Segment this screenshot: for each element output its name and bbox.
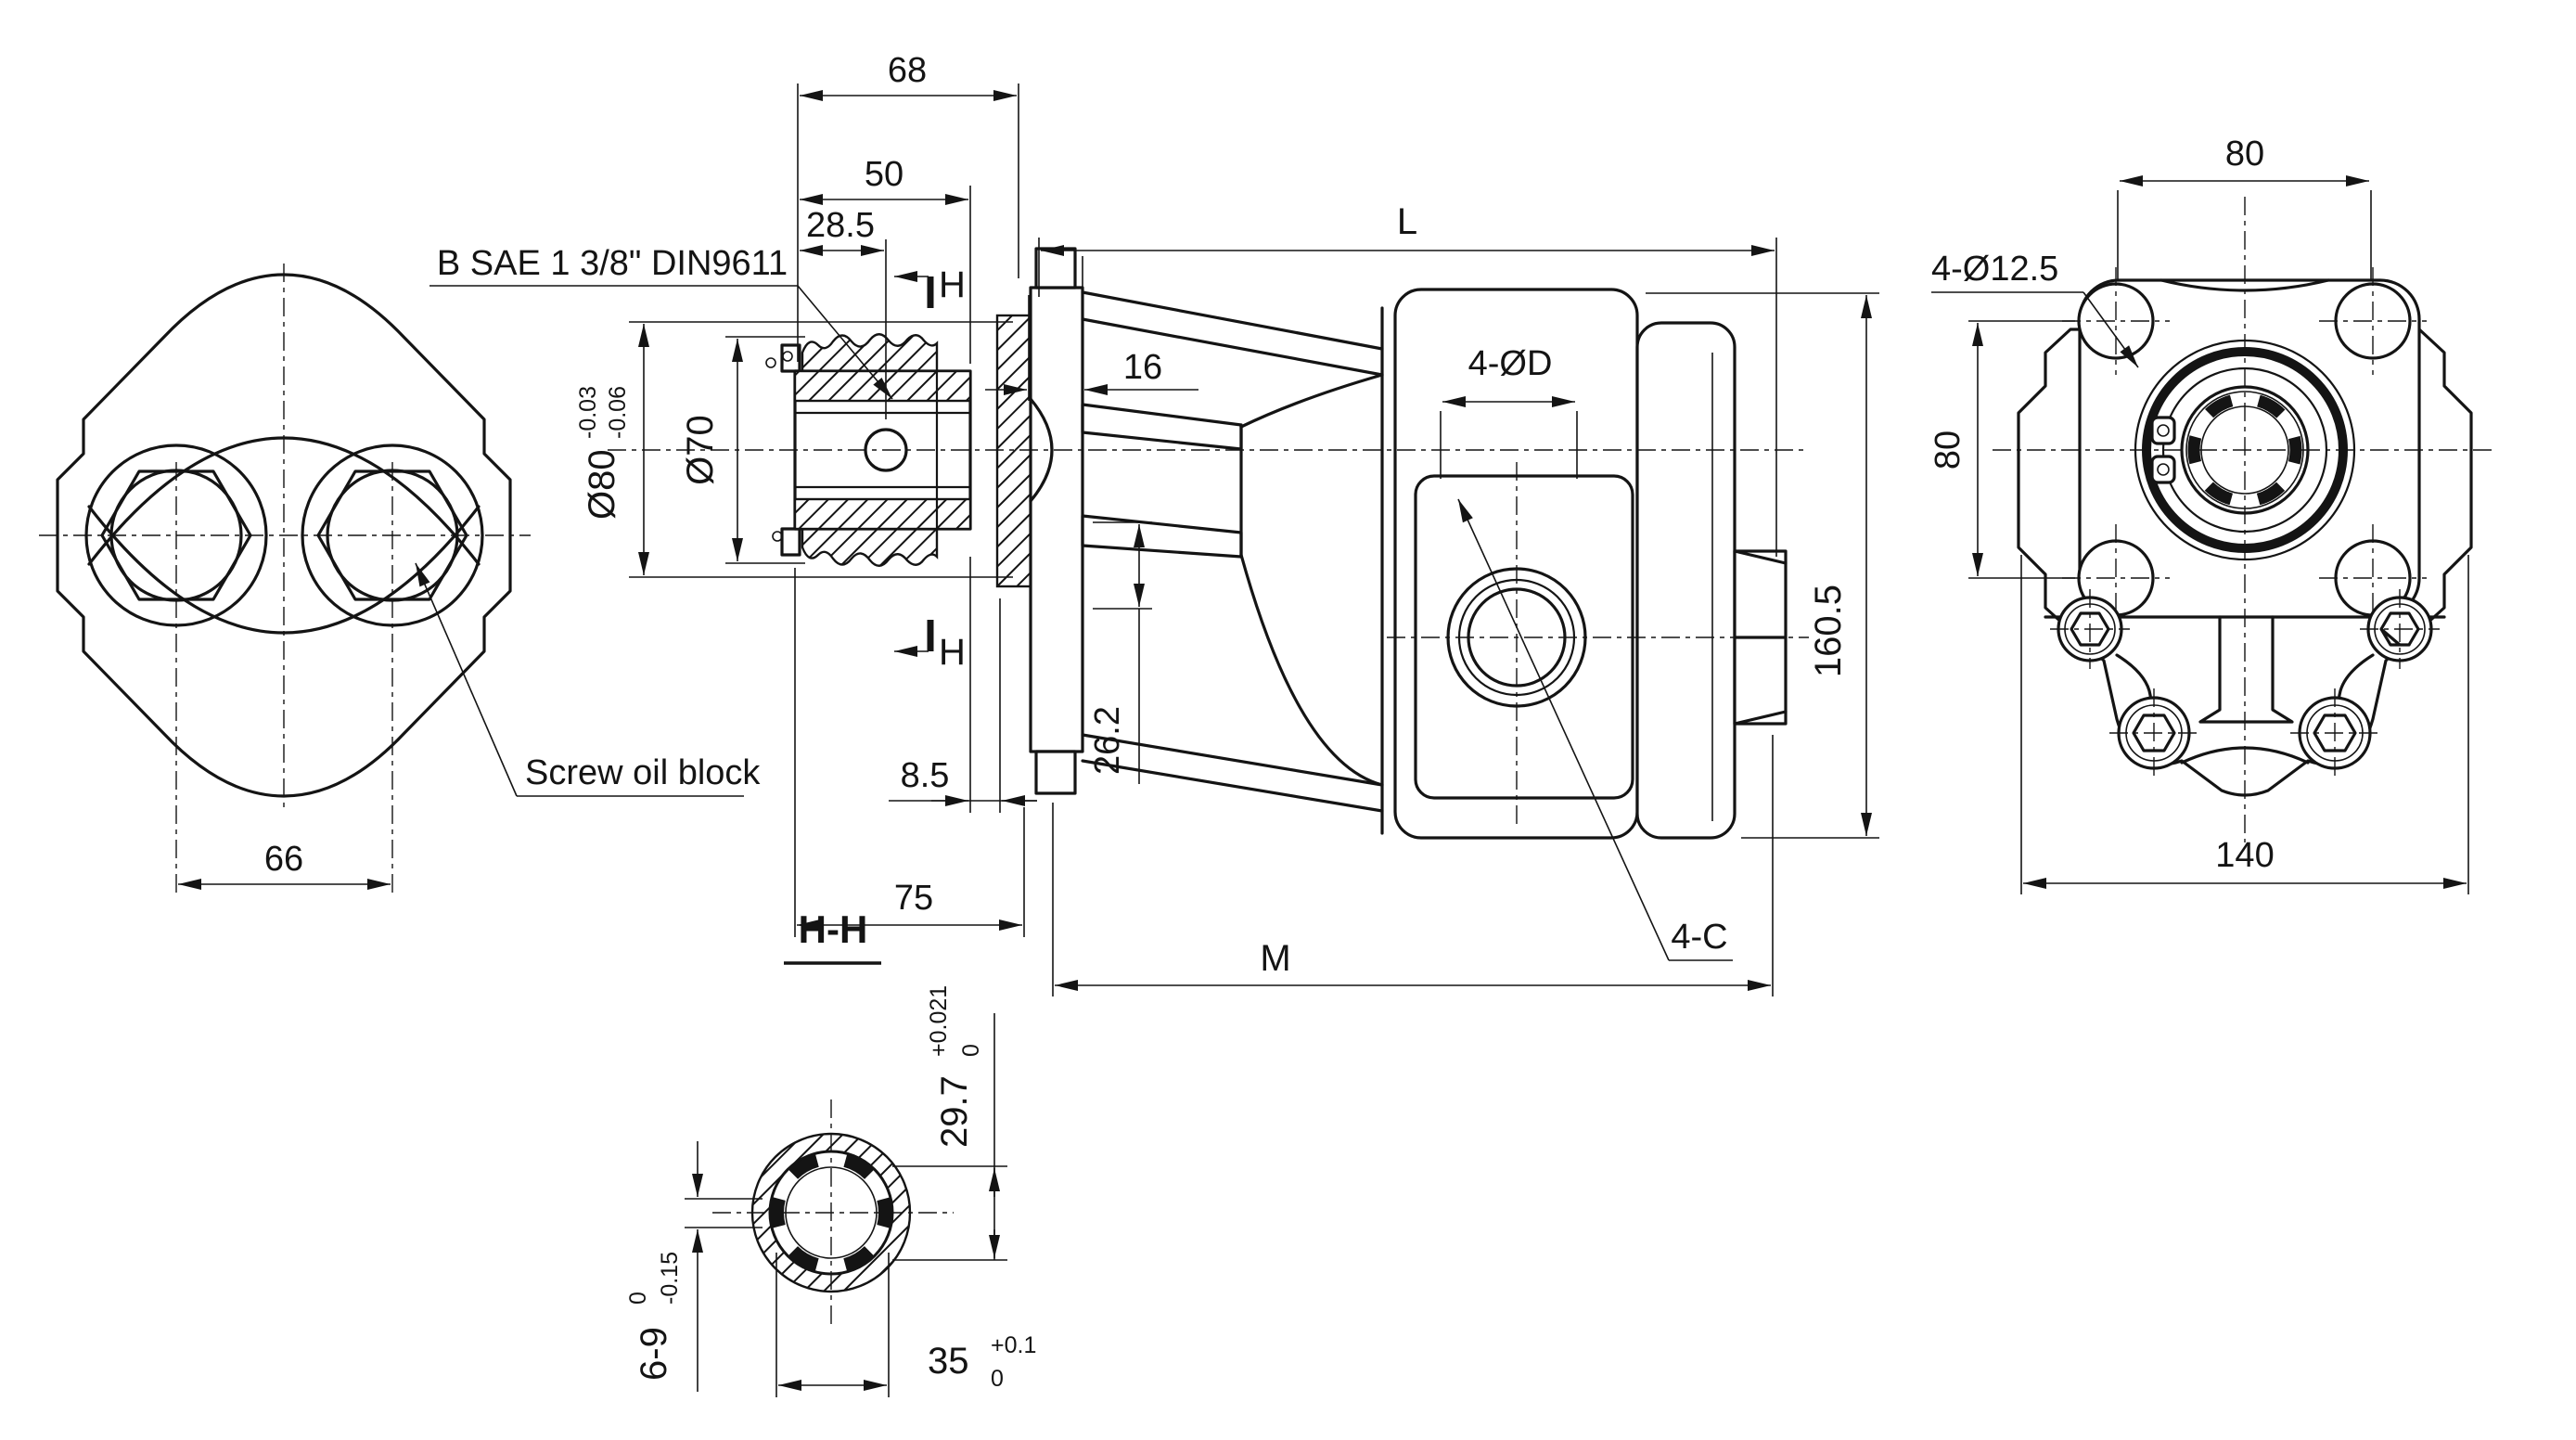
dim-4d-label: 4-ØD bbox=[1468, 344, 1553, 383]
dim-M-label: M bbox=[1260, 938, 1290, 979]
shaft-spline-crest-bottom bbox=[801, 527, 939, 567]
rear-key-lug bbox=[2150, 455, 2176, 484]
bolt-holes-label: 4-Ø12.5 bbox=[1931, 250, 2058, 289]
seal-wire-dot bbox=[772, 531, 783, 542]
bell-arm-top bbox=[1081, 317, 1384, 377]
rear-key-lug-hole bbox=[2157, 463, 2170, 476]
dim-50-label: 50 bbox=[865, 155, 904, 194]
dim-160-5-group: 160.5 bbox=[1808, 585, 1849, 677]
leader-4c bbox=[1457, 498, 1670, 961]
dim-29-7-group: 29.7 +0.021 0 bbox=[926, 985, 984, 1148]
dia80-tol-lower: -0.06 bbox=[605, 386, 631, 439]
dim-68-label: 68 bbox=[888, 51, 927, 90]
dim-35-tol-lower: 0 bbox=[991, 1366, 1004, 1392]
dia80-label: Ø80 bbox=[582, 449, 622, 520]
bell-curve-bottom bbox=[1239, 553, 1384, 787]
dim-80-left-group: 80 bbox=[1929, 431, 1967, 469]
dim-35-label: 35 bbox=[928, 1341, 969, 1382]
seal-wire-dot bbox=[782, 351, 793, 362]
spline-spec-label: B SAE 1 3/8" DIN9611 bbox=[437, 244, 788, 283]
seal-bulge-arc bbox=[1029, 397, 1054, 503]
section-hh-title: H-H bbox=[799, 907, 868, 951]
dim-160-5-label: 160.5 bbox=[1808, 585, 1849, 677]
dim-80-left-label: 80 bbox=[1929, 431, 1967, 469]
rear-hex-plug-chamfer bbox=[1733, 549, 1788, 565]
bell-arm-bottom bbox=[1081, 759, 1384, 813]
dim-28-5-label: 28.5 bbox=[806, 206, 875, 245]
dim-80-top-label: 80 bbox=[2225, 135, 2264, 174]
dim-8-5-label: 8.5 bbox=[901, 756, 950, 795]
dim-6-9-tol-upper: 0 bbox=[625, 1292, 651, 1305]
circlip-top bbox=[780, 343, 801, 373]
dia80-tol-upper: -0.03 bbox=[575, 386, 601, 439]
screw-oil-block-label: Screw oil block bbox=[525, 753, 761, 792]
dim-75-label: 75 bbox=[894, 879, 933, 918]
shaft-spline-crest-top bbox=[801, 333, 939, 373]
dim-35-tol-upper: +0.1 bbox=[991, 1332, 1036, 1358]
flange-bolt-holes bbox=[2062, 267, 2427, 632]
section-letter-top: H bbox=[939, 264, 966, 305]
circlip-bottom bbox=[780, 527, 801, 557]
bell-curve-top bbox=[1239, 373, 1384, 429]
bolt-holes-leader bbox=[2083, 291, 2139, 368]
rear-t-slot bbox=[2198, 615, 2294, 724]
shaft-section-view: 68 50 28.5 B SAE 1 3/8" DIN9611 H H Ø80 … bbox=[429, 51, 1152, 937]
dim-16-label: 16 bbox=[1123, 348, 1162, 387]
dim-66-label: 66 bbox=[264, 840, 303, 879]
rear-key-lug bbox=[2150, 416, 2176, 445]
leader-4c-label: 4-C bbox=[1671, 918, 1727, 957]
section-hh-view: H-H 29.7 +0.021 0 6-9 0 -0.15 bbox=[625, 907, 1036, 1397]
front-flange-plate bbox=[1029, 286, 1084, 753]
dim-L-label: L bbox=[1397, 201, 1417, 242]
seal-plate bbox=[995, 314, 1032, 588]
bell-arm-bottom bbox=[1081, 733, 1384, 787]
dim-29-7-tol-lower: 0 bbox=[958, 1044, 984, 1057]
flange-bottom-tab bbox=[1034, 750, 1077, 795]
dim-29-7-label: 29.7 bbox=[934, 1075, 975, 1148]
bell-arm-mid-upper bbox=[1081, 403, 1243, 451]
spline-spec-leader bbox=[797, 285, 893, 400]
screw-oil-block-leader bbox=[415, 562, 518, 797]
dim-6-9-tol-lower: -0.15 bbox=[657, 1252, 683, 1305]
front-view: 66 Screw oil block bbox=[39, 264, 761, 898]
rear-key-lug-hole bbox=[2157, 424, 2170, 437]
bell-arm-top bbox=[1081, 290, 1384, 351]
side-view: L 16 4-ØD 4-C 160.5 M bbox=[608, 201, 1879, 996]
flange-top-tab bbox=[1034, 247, 1077, 289]
dim-140-label: 140 bbox=[2215, 836, 2274, 875]
sleeve-hatch-top bbox=[793, 369, 972, 403]
dim-6-9-group: 6-9 0 -0.15 bbox=[625, 1252, 683, 1381]
section-letter-bottom: H bbox=[939, 632, 966, 673]
rear-flange-square bbox=[2078, 278, 2421, 619]
rear-hex-bolts bbox=[2050, 589, 2440, 778]
rear-hex-plug-chamfer bbox=[1733, 710, 1788, 726]
sleeve-hatch-bottom bbox=[793, 497, 972, 531]
dia80-label-group: Ø80 -0.03 -0.06 bbox=[575, 386, 631, 520]
rear-view: 80 80 140 4-Ø12.5 bbox=[1929, 135, 2497, 894]
dim-6-9-label: 6-9 bbox=[634, 1327, 674, 1381]
dim-29-7-tol-upper: +0.021 bbox=[926, 985, 952, 1057]
rear-cover bbox=[1635, 321, 1737, 840]
seal-wire-dot bbox=[765, 357, 776, 368]
